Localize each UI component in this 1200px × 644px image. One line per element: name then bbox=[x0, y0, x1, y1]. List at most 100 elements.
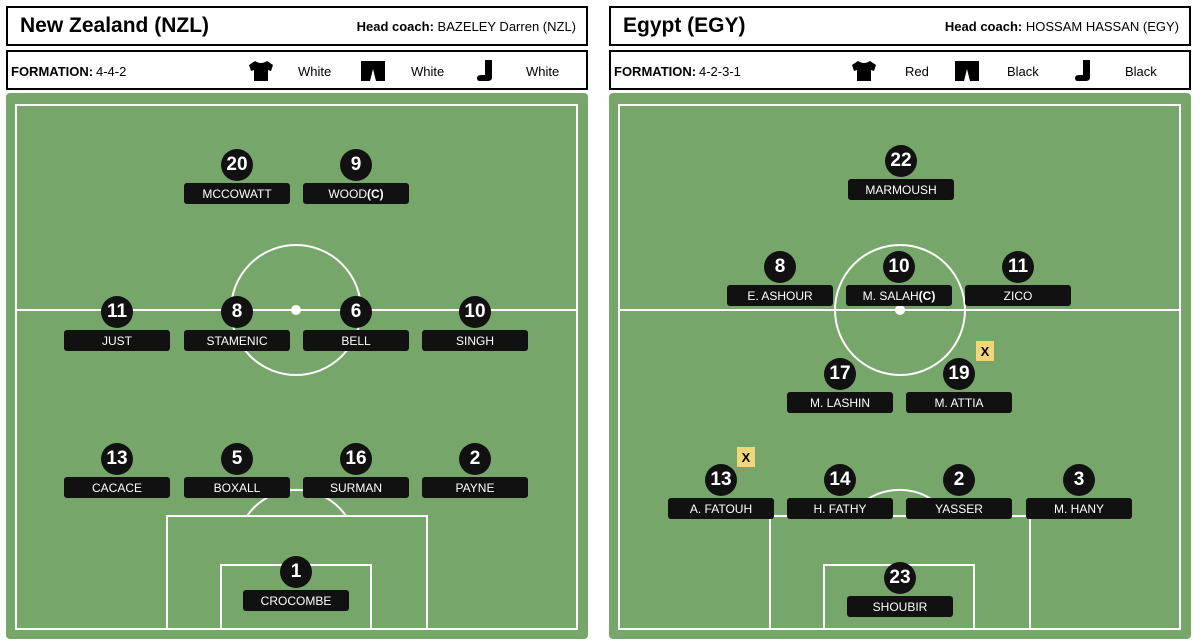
head-coach: Head coach: BAZELEY Darren (NZL) bbox=[357, 19, 576, 34]
team-header: Egypt (EGY) Head coach: HOSSAM HASSAN (E… bbox=[609, 6, 1191, 46]
player-card[interactable]: 10 M. SALAH (C) bbox=[846, 251, 952, 311]
player-name: BELL bbox=[303, 330, 409, 351]
yellow-card-badge: X bbox=[737, 447, 755, 467]
player-name: SINGH bbox=[422, 330, 528, 351]
player-number: 22 bbox=[885, 145, 917, 177]
team-name: New Zealand (NZL) bbox=[20, 14, 210, 37]
player-name: M. SALAH (C) bbox=[846, 285, 952, 306]
player-card[interactable]: 2 YASSER bbox=[906, 464, 1012, 524]
player-number: 23 bbox=[884, 562, 916, 594]
yellow-card-badge: X bbox=[976, 341, 994, 361]
pitch-markings bbox=[618, 104, 1181, 630]
player-name: SHOUBIR bbox=[847, 596, 953, 617]
player-number: 13 bbox=[101, 443, 133, 475]
head-coach: Head coach: HOSSAM HASSAN (EGY) bbox=[945, 19, 1179, 34]
socks-color: White bbox=[526, 64, 560, 79]
player-name: BOXALL bbox=[184, 477, 290, 498]
player-card[interactable]: 14 H. FATHY bbox=[787, 464, 893, 524]
player-number: 19 bbox=[943, 358, 975, 390]
player-number: 8 bbox=[221, 296, 253, 328]
shirt-color: White bbox=[298, 64, 332, 79]
player-number: 13 bbox=[705, 464, 737, 496]
player-name: M. LASHIN bbox=[787, 392, 893, 413]
formation-row: FORMATION: 4-4-2 White White White bbox=[6, 50, 588, 90]
player-name: E. ASHOUR bbox=[727, 285, 833, 306]
player-name: A. FATOUH bbox=[668, 498, 774, 519]
pitch-nzl: 20 MCCOWATT 9 WOOD (C) 11 JUST 8 STAMENI… bbox=[6, 93, 588, 639]
player-card[interactable]: 17 M. LASHIN bbox=[787, 358, 893, 418]
player-card[interactable]: 9 WOOD (C) bbox=[303, 149, 409, 209]
player-number: 10 bbox=[459, 296, 491, 328]
player-name: H. FATHY bbox=[787, 498, 893, 519]
shorts-icon bbox=[955, 61, 979, 81]
formation-value: 4-2-3-1 bbox=[699, 64, 741, 79]
player-name: MARMOUSH bbox=[848, 179, 954, 200]
player-card[interactable]: 1 CROCOMBE bbox=[243, 556, 349, 616]
player-name: CROCOMBE bbox=[243, 590, 349, 611]
player-name: JUST bbox=[64, 330, 170, 351]
player-card[interactable]: 8 STAMENIC bbox=[184, 296, 290, 356]
player-card[interactable]: 3 M. HANY bbox=[1026, 464, 1132, 524]
shirt-icon bbox=[852, 61, 876, 81]
player-card[interactable]: 13 A. FATOUH bbox=[668, 464, 774, 524]
player-card[interactable]: 2 PAYNE bbox=[422, 443, 528, 503]
player-card[interactable]: 11 ZICO bbox=[965, 251, 1071, 311]
player-card[interactable]: 6 BELL bbox=[303, 296, 409, 356]
player-number: 1 bbox=[280, 556, 312, 588]
socks-icon bbox=[1075, 60, 1090, 81]
pitch-egy: 22 MARMOUSH 8 E. ASHOUR 10 M. SALAH (C) … bbox=[609, 93, 1191, 639]
player-number: 8 bbox=[764, 251, 796, 283]
coach-label: Head coach: bbox=[356, 18, 434, 34]
player-number: 11 bbox=[101, 296, 133, 328]
shirt-icon bbox=[249, 61, 273, 81]
player-number: 11 bbox=[1002, 251, 1034, 283]
team-panel-egy: Egypt (EGY) Head coach: HOSSAM HASSAN (E… bbox=[609, 6, 1191, 90]
player-card[interactable]: 20 MCCOWATT bbox=[184, 149, 290, 209]
player-name: STAMENIC bbox=[184, 330, 290, 351]
team-panel-nzl: New Zealand (NZL) Head coach: BAZELEY Da… bbox=[6, 6, 588, 90]
player-number: 20 bbox=[221, 149, 253, 181]
player-number: 10 bbox=[883, 251, 915, 283]
formation-value: 4-4-2 bbox=[96, 64, 127, 79]
player-name: MCCOWATT bbox=[184, 183, 290, 204]
player-number: 2 bbox=[459, 443, 491, 475]
player-card[interactable]: 13 CACACE bbox=[64, 443, 170, 503]
formation-label: FORMATION: bbox=[11, 64, 94, 79]
player-number: 16 bbox=[340, 443, 372, 475]
shorts-color: Black bbox=[1007, 64, 1039, 79]
player-number: 3 bbox=[1063, 464, 1095, 496]
player-number: 6 bbox=[340, 296, 372, 328]
player-name: M. ATTIA bbox=[906, 392, 1012, 413]
team-name: Egypt (EGY) bbox=[623, 14, 746, 37]
player-name: SURMAN bbox=[303, 477, 409, 498]
player-name: ZICO bbox=[965, 285, 1071, 306]
shorts-icon bbox=[361, 61, 385, 81]
formation-row: FORMATION: 4-2-3-1 Red Black Black bbox=[609, 50, 1191, 90]
player-name: YASSER bbox=[906, 498, 1012, 519]
player-card[interactable]: 11 JUST bbox=[64, 296, 170, 356]
player-number: 5 bbox=[221, 443, 253, 475]
player-card[interactable]: 8 E. ASHOUR bbox=[727, 251, 833, 311]
player-card[interactable]: 10 SINGH bbox=[422, 296, 528, 356]
player-number: 17 bbox=[824, 358, 856, 390]
shirt-color: Red bbox=[905, 64, 929, 79]
player-name: CACACE bbox=[64, 477, 170, 498]
team-header: New Zealand (NZL) Head coach: BAZELEY Da… bbox=[6, 6, 588, 46]
player-number: 2 bbox=[943, 464, 975, 496]
player-card[interactable]: 5 BOXALL bbox=[184, 443, 290, 503]
player-name: M. HANY bbox=[1026, 498, 1132, 519]
coach-label: Head coach: bbox=[944, 18, 1023, 34]
coach-name: HOSSAM HASSAN (EGY) bbox=[1025, 18, 1179, 34]
player-card[interactable]: 16 SURMAN bbox=[303, 443, 409, 503]
player-card[interactable]: 23 SHOUBIR bbox=[847, 562, 953, 622]
socks-color: Black bbox=[1125, 64, 1157, 79]
player-card[interactable]: 22 MARMOUSH bbox=[848, 145, 954, 205]
player-card[interactable]: 19 M. ATTIA bbox=[906, 358, 1012, 418]
coach-name: BAZELEY Darren (NZL) bbox=[437, 18, 576, 34]
captain-mark: (C) bbox=[367, 186, 384, 201]
formation-label: FORMATION: bbox=[614, 64, 697, 79]
player-number: 14 bbox=[824, 464, 856, 496]
socks-icon bbox=[477, 60, 492, 81]
player-name: PAYNE bbox=[422, 477, 528, 498]
captain-mark: (C) bbox=[918, 288, 936, 303]
